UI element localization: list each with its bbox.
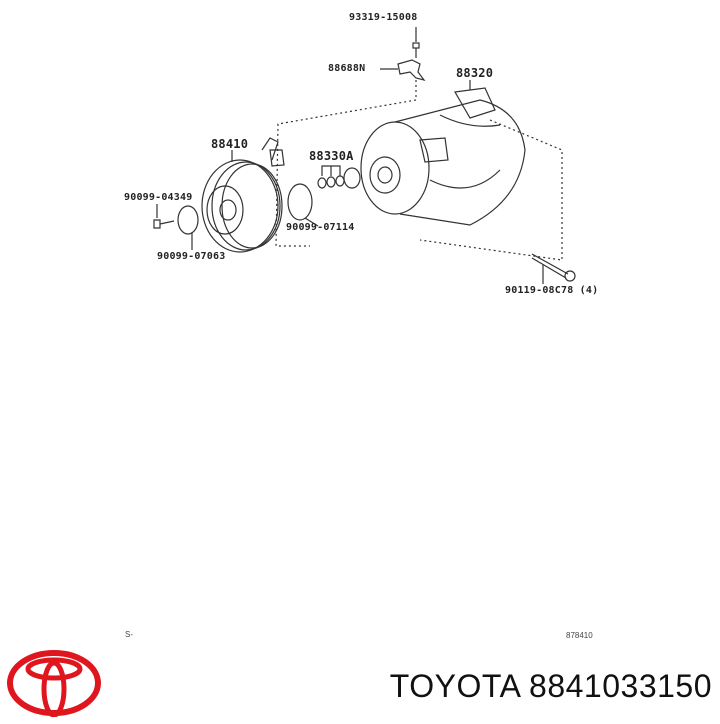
- label-bolt-top: 93319-15008: [349, 12, 418, 23]
- toyota-logo-icon: [7, 650, 101, 718]
- footer-right-code: 878410: [566, 631, 593, 640]
- label-bolt-clutch: 90099-04349: [124, 192, 193, 203]
- footer-left-code: S-: [125, 630, 133, 639]
- brand-title: TOYOTA 8841033150: [390, 668, 712, 705]
- label-snap-ring-outer: 90099-07114: [286, 222, 355, 233]
- label-shim-set: 88330A: [309, 149, 354, 163]
- toyota-logo: [6, 645, 102, 721]
- label-snap-ring-inner: 90099-07063: [157, 251, 226, 262]
- label-compressor: 88320: [456, 66, 494, 80]
- brand-name: TOYOTA: [389, 668, 520, 704]
- label-bracket: 88688N: [328, 63, 366, 74]
- label-mount-bolt: 90119-08C78 (4): [505, 285, 599, 296]
- part-number: 8841033150: [529, 668, 712, 704]
- label-clutch: 88410: [211, 137, 249, 151]
